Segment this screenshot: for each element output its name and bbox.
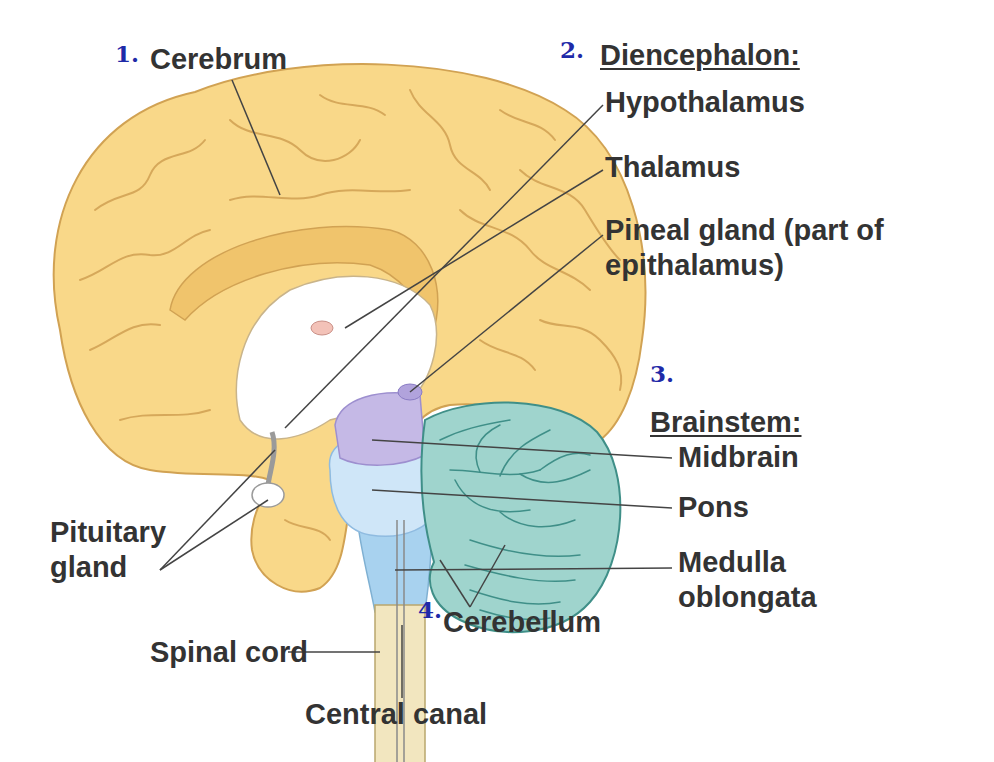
midbrain-shape <box>335 393 425 465</box>
cerebellum-shape <box>422 403 621 633</box>
part-label: Cerebrum <box>150 42 287 77</box>
spinal-cord-shape <box>375 605 425 762</box>
leader-lines <box>160 80 672 698</box>
part-label: Cerebellum <box>443 605 601 640</box>
part-label: Thalamus <box>605 150 740 185</box>
pituitary-shape <box>252 483 284 507</box>
callout-number: 2. <box>560 36 584 64</box>
callout-number: 1. <box>115 40 139 68</box>
part-label: Pituitary gland <box>50 515 200 585</box>
part-label: Central canal <box>305 697 487 732</box>
part-label: Medulla oblongata <box>678 545 838 615</box>
callout-number: 4. <box>418 596 442 624</box>
part-label: Pons <box>678 490 749 525</box>
part-label: Midbrain <box>678 440 799 475</box>
part-label: Spinal cord <box>150 635 308 670</box>
pituitary-stalk <box>268 432 274 485</box>
callout-number: 3. <box>650 360 674 388</box>
arbor-vitae <box>440 420 590 620</box>
part-label: Pineal gland (part of epithalamus) <box>605 213 975 283</box>
thalamus-shape <box>311 321 333 335</box>
group-heading: Diencephalon: <box>600 38 800 73</box>
group-heading: Brainstem: <box>650 405 802 440</box>
part-label: Hypothalamus <box>605 85 805 120</box>
